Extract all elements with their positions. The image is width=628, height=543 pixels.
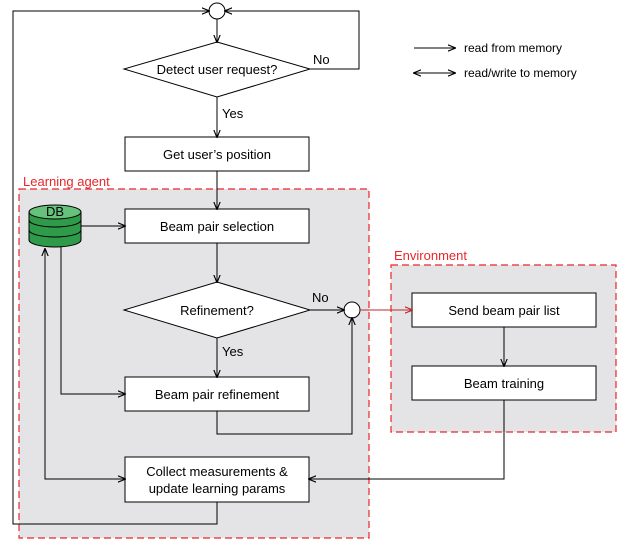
refinement-yes-label: Yes xyxy=(222,344,244,359)
refinement-label: Refinement? xyxy=(180,303,254,318)
beam-training-label: Beam training xyxy=(464,376,544,391)
collect-measurements-line2: update learning params xyxy=(149,481,286,496)
edge-detect-no xyxy=(225,11,360,70)
beam-selection-label: Beam pair selection xyxy=(160,219,274,234)
get-position-label: Get user’s position xyxy=(163,147,271,162)
edge-db-collect-readwrite xyxy=(45,249,125,479)
database-icon xyxy=(28,204,82,248)
send-beam-list-label: Send beam pair list xyxy=(448,303,560,318)
beam-refinement-box xyxy=(124,376,310,412)
database-label: DB xyxy=(46,204,64,219)
legend-read-write-label: read/write to memory xyxy=(464,66,577,80)
environment-label: Environment xyxy=(394,248,467,263)
detect-request-label: Detect user request? xyxy=(157,62,278,77)
beam-refinement-label: Beam pair refinement xyxy=(155,387,280,402)
beam-training-box xyxy=(411,365,597,401)
refinement-no-label: No xyxy=(312,290,329,305)
collect-measurements-line1: Collect measurements & xyxy=(146,464,288,479)
edge-collect-loop xyxy=(12,11,218,525)
edge-training-to-collect xyxy=(309,400,505,479)
refine-merge-junction xyxy=(343,301,361,319)
detect-yes-label: Yes xyxy=(222,106,244,121)
top-merge-junction xyxy=(208,2,226,20)
get-position-box xyxy=(124,136,310,172)
legend-read-label: read from memory xyxy=(464,41,562,55)
beam-selection-box xyxy=(124,208,310,244)
learning-agent-label: Learning agent xyxy=(23,174,110,189)
edge-refined-to-merge xyxy=(216,318,352,435)
detect-no-label: No xyxy=(313,52,330,67)
send-beam-list-box xyxy=(411,292,597,328)
